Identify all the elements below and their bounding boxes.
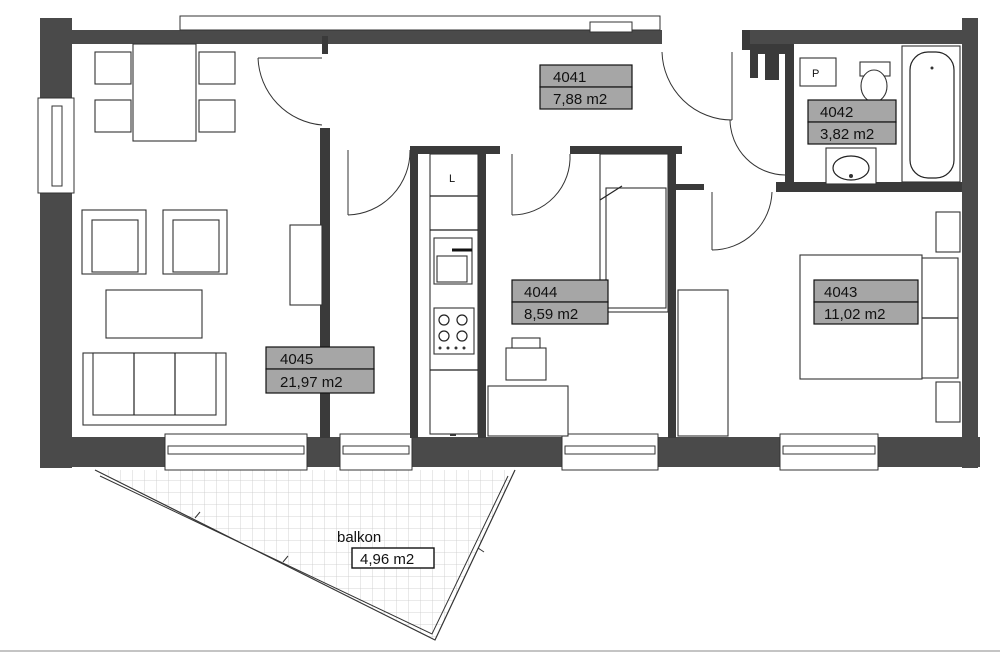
tv-cabinet [289,224,323,306]
room-label-4045: 4045 21,97 m2 [265,346,375,394]
room-label-4043: 4043 11,02 m2 [813,279,919,325]
room-area-4044: 8,59 m2 [524,306,578,323]
sink [825,147,877,185]
balcony-area-value: 4,96 m2 [360,551,414,568]
balcony-name: balkon [337,529,381,546]
balcony-label: balkon 4,96 m2 [337,529,435,569]
room-id-4043: 4043 [824,284,857,301]
room-label-4042: 4042 3,82 m2 [807,99,897,145]
room-area-4042: 3,82 m2 [820,126,874,143]
desk-4044 [487,337,569,437]
side-window [37,97,75,194]
room-area-4043: 11,02 m2 [824,306,885,323]
toilet [859,61,891,103]
armchairs [81,209,228,275]
room-id-4042: 4042 [820,104,853,121]
toilet-tag: P [812,68,819,80]
boiler-box [799,57,837,87]
room-area-4045: 21,97 m2 [280,374,343,391]
room-id-4045: 4045 [280,351,313,368]
room-id-4044: 4044 [524,284,557,301]
room-label-4041: 4041 7,88 m2 [539,64,633,110]
dining-table [94,43,236,142]
balcony-area [94,469,516,641]
sofa [82,352,227,426]
room-area-4041: 7,88 m2 [553,91,607,108]
kitchen-mark: L [449,173,455,185]
bottom-windows [164,433,879,471]
bed-4044 [599,153,669,313]
kitchen-counter [429,153,479,435]
wardrobe-4043 [677,289,729,437]
door-swings [257,51,786,251]
bathtub [901,45,961,183]
room-label-4044: 4044 8,59 m2 [511,279,609,325]
coffee-table [105,289,203,339]
room-id-4041: 4041 [553,69,586,86]
